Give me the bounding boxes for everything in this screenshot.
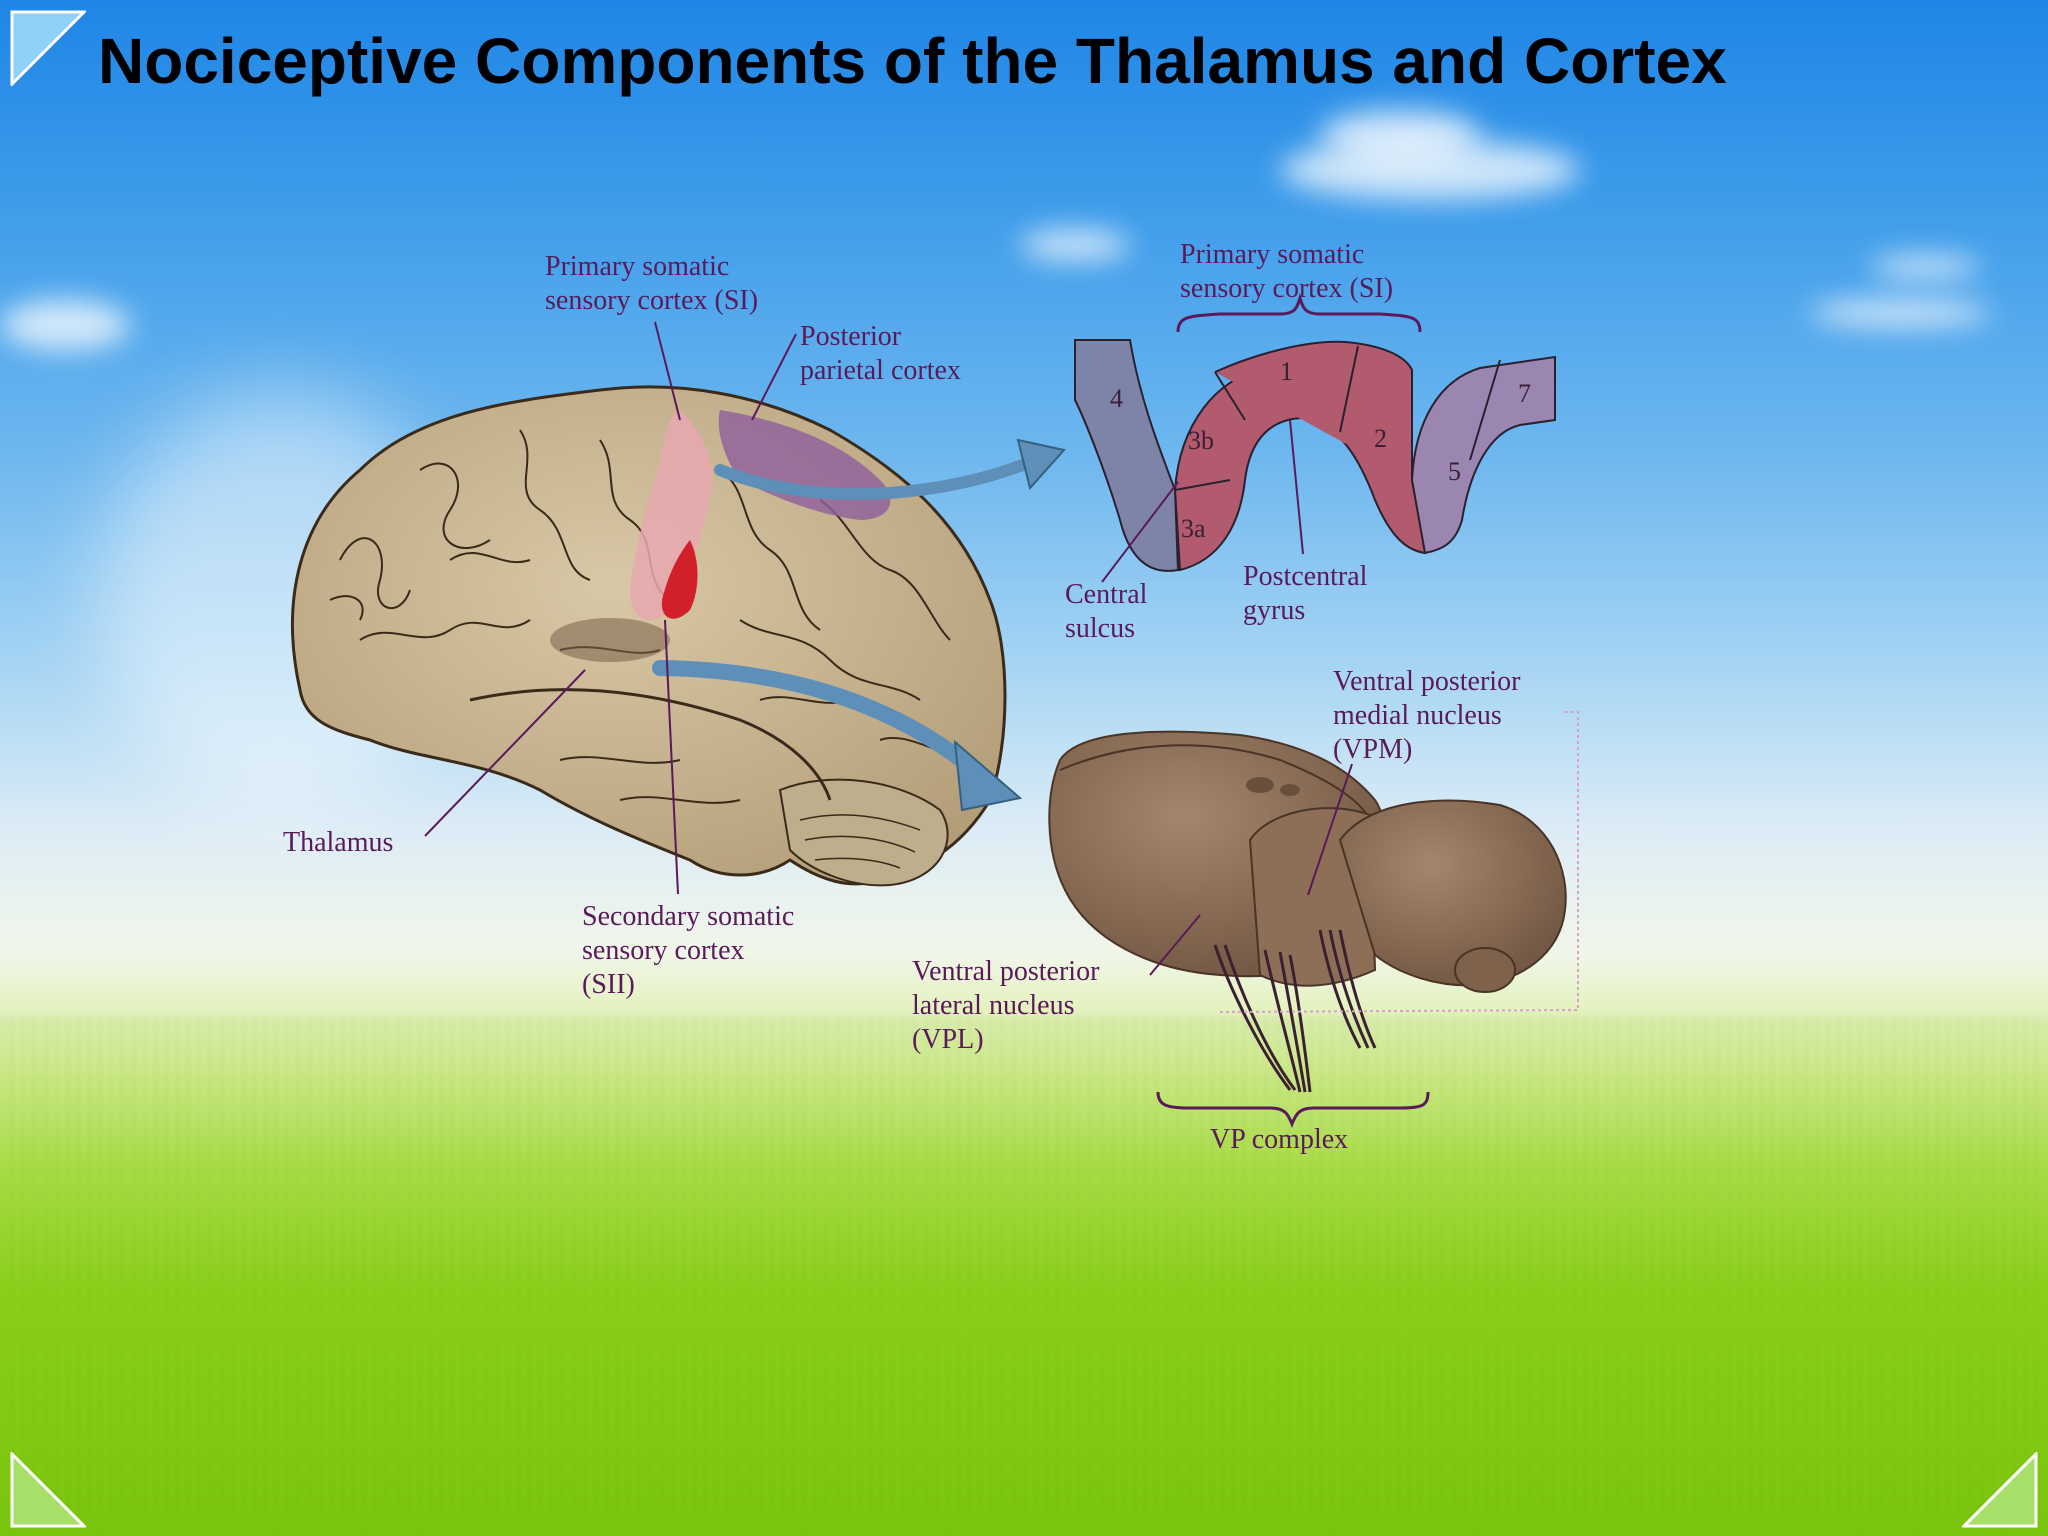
thalamus-label-vpl: Ventral posterior lateral nucleus (VPL) xyxy=(912,956,1100,1055)
brain-label-secondary-sii: Secondary somatic sensory cortex (SII) xyxy=(582,901,795,1000)
postcentral-gyrus-section: 4 3b 3a 1 2 5 7 xyxy=(1074,339,1556,572)
area-1-label: 1 xyxy=(1280,357,1293,386)
brain-label-posterior-parietal: Posterior parietal cortex xyxy=(800,321,961,386)
thalamus-label-vp-complex: VP complex xyxy=(1210,1124,1349,1155)
cloud xyxy=(1320,110,1480,160)
gyrus-label-primary-si: Primary somatic sensory cortex (SI) xyxy=(1180,239,1394,304)
cloud xyxy=(1020,230,1130,260)
cloud xyxy=(1870,256,1980,278)
grass-background xyxy=(0,1016,2048,1536)
brain-label-primary-si: Primary somatic sensory cortex (SI) xyxy=(545,251,759,316)
brain-label-thalamus: Thalamus xyxy=(283,827,394,858)
corner-arrow-icon xyxy=(10,10,86,86)
gyrus-label-central-sulcus: Central sulcus xyxy=(1065,579,1148,644)
area-3a-label: 3a xyxy=(1181,514,1206,543)
gyrus-label-postcentral-gyrus: Postcentral gyrus xyxy=(1243,561,1368,626)
thalamus-label-vpm: Ventral posterior medial nucleus (VPM) xyxy=(1333,666,1521,765)
brain-illustration xyxy=(291,385,1007,887)
area-7-label: 7 xyxy=(1518,379,1531,408)
slide-title: Nociceptive Components of the Thalamus a… xyxy=(98,25,1727,97)
prev-slide-arrow-icon[interactable] xyxy=(10,1452,86,1528)
area-3b-label: 3b xyxy=(1188,426,1214,455)
area-5-label: 5 xyxy=(1448,457,1461,486)
cloud xyxy=(1810,300,1990,326)
cloud xyxy=(0,300,130,350)
thalamus-illustration xyxy=(1048,711,1579,1093)
area-2-label: 2 xyxy=(1374,424,1387,453)
area-4-label: 4 xyxy=(1110,384,1123,413)
next-slide-arrow-icon[interactable] xyxy=(1962,1452,2038,1528)
